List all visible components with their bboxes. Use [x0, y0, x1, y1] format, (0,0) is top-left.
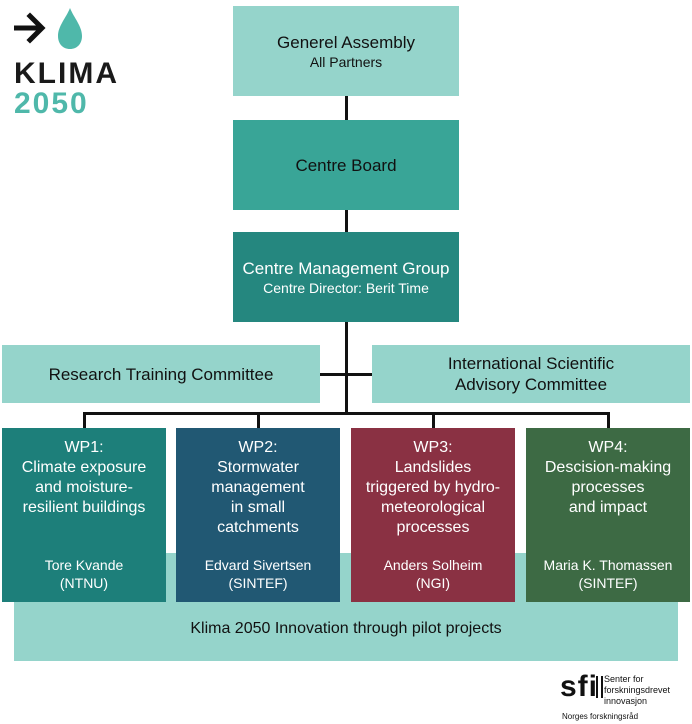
general-assembly-title: Generel Assembly [277, 32, 415, 52]
sfi-line-1: Senter for [604, 674, 644, 684]
wp-lead: Edvard Sivertsen (SINTEF) [204, 557, 312, 591]
research-training-committee-box: Research Training Committee [2, 345, 320, 403]
advisory-committee-title: International Scientific Advisory Commit… [447, 354, 615, 394]
connector-cmg-wps [345, 322, 348, 414]
management-group-title: Centre Management Group [242, 258, 450, 278]
klima-2050-logo: KLIMA 2050 [14, 6, 124, 120]
wp-title: WP4: Descision-making processes and impa… [544, 439, 672, 516]
logo-word-klima: KLIMA [14, 57, 119, 90]
sfi-logo: sfi Senter for forskningsdrevet innovasj… [560, 668, 685, 724]
general-assembly-subtitle: All Partners [309, 53, 383, 70]
sfi-line-3: innovasjon [604, 696, 648, 706]
wp-title: WP2: Stormwater management in small catc… [211, 439, 305, 536]
connector-horizontal-bar [83, 412, 610, 415]
arrow-droplet-icon [14, 8, 82, 49]
centre-board-box: Centre Board [233, 120, 459, 210]
sfi-text: Senter for forskningsdrevet innovasjon [604, 674, 670, 707]
wp-title: WP3: Landslides triggered by hydro- mete… [365, 439, 501, 536]
connector-ga-board [345, 96, 348, 120]
research-training-committee-title: Research Training Committee [48, 364, 274, 384]
centre-board-title: Centre Board [295, 155, 397, 175]
wp-lead: Anders Solheim (NGI) [383, 557, 483, 591]
sfi-subtitle: Norges forskningsråd [562, 712, 639, 721]
connector-wp2 [257, 412, 260, 428]
sfi-divider-icon [596, 676, 603, 698]
sfi-mark: sfi [560, 670, 599, 703]
sfi-line-2: forskningsdrevet [604, 685, 671, 695]
logo-word-2050: 2050 [14, 87, 89, 120]
management-group-subtitle: Centre Director: Berit Time [263, 279, 429, 296]
pilot-projects-title: Klima 2050 Innovation through pilot proj… [190, 620, 502, 637]
connector-wp4 [607, 412, 610, 428]
connector-cmg-committees [320, 373, 372, 376]
work-package-3: WP3: Landslides triggered by hydro- mete… [351, 428, 515, 602]
connector-wp3 [432, 412, 435, 428]
work-package-4: WP4: Descision-making processes and impa… [526, 428, 690, 602]
management-group-box: Centre Management Group Centre Director:… [233, 232, 459, 322]
connector-wp1 [83, 412, 86, 428]
wp-title: WP1: Climate exposure and moisture- resi… [21, 439, 147, 516]
work-package-1: WP1: Climate exposure and moisture- resi… [2, 428, 166, 602]
wp-lead: Tore Kvande (NTNU) [44, 557, 124, 591]
work-package-2: WP2: Stormwater management in small catc… [176, 428, 340, 602]
wp-lead: Maria K. Thomassen (SINTEF) [543, 557, 673, 591]
connector-board-cmg [345, 210, 348, 232]
advisory-committee-box: International Scientific Advisory Commit… [372, 345, 690, 403]
general-assembly-box: Generel Assembly All Partners [233, 6, 459, 96]
